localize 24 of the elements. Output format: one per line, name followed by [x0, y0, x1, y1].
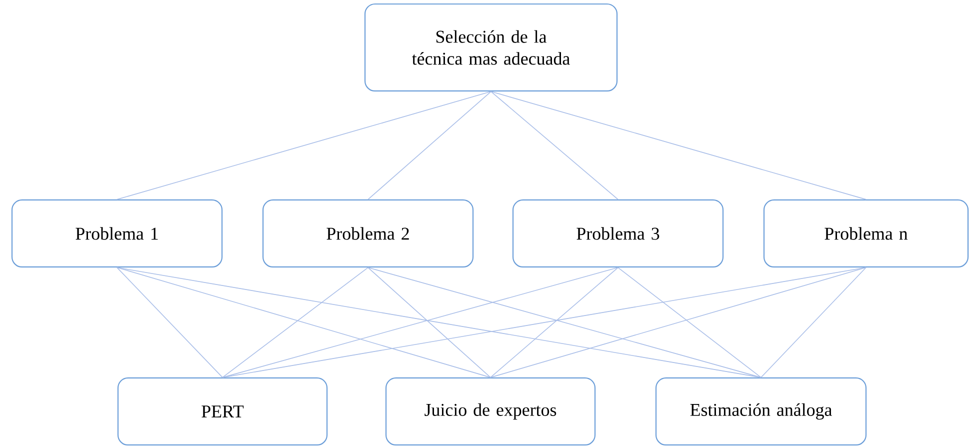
process-box: Problema 2 [262, 199, 474, 268]
process-box: Problema 1 [11, 199, 223, 268]
process-box: Problema 3 [512, 199, 724, 268]
connector-line [116, 267, 762, 378]
process-box: PERT [117, 377, 328, 446]
connector-line [222, 267, 368, 378]
connector-line [116, 91, 492, 200]
connector-line [222, 267, 618, 378]
connector-line [368, 267, 762, 378]
connector-line [490, 267, 866, 378]
connector-line [368, 91, 492, 200]
connector-line [760, 267, 866, 378]
process-box: Juicio de expertos [385, 377, 596, 446]
connector-line [490, 267, 618, 378]
connector-line [368, 267, 491, 378]
connector-line [116, 267, 491, 378]
connector-line [222, 267, 866, 378]
connector-line [490, 91, 618, 200]
connector-line [618, 267, 762, 378]
process-box: Problema n [763, 199, 969, 268]
connector-line [490, 91, 866, 200]
connector-line [116, 267, 223, 378]
process-box: Selección de la técnica mas adecuada [364, 3, 618, 92]
process-box: Estimación análoga [655, 377, 867, 446]
